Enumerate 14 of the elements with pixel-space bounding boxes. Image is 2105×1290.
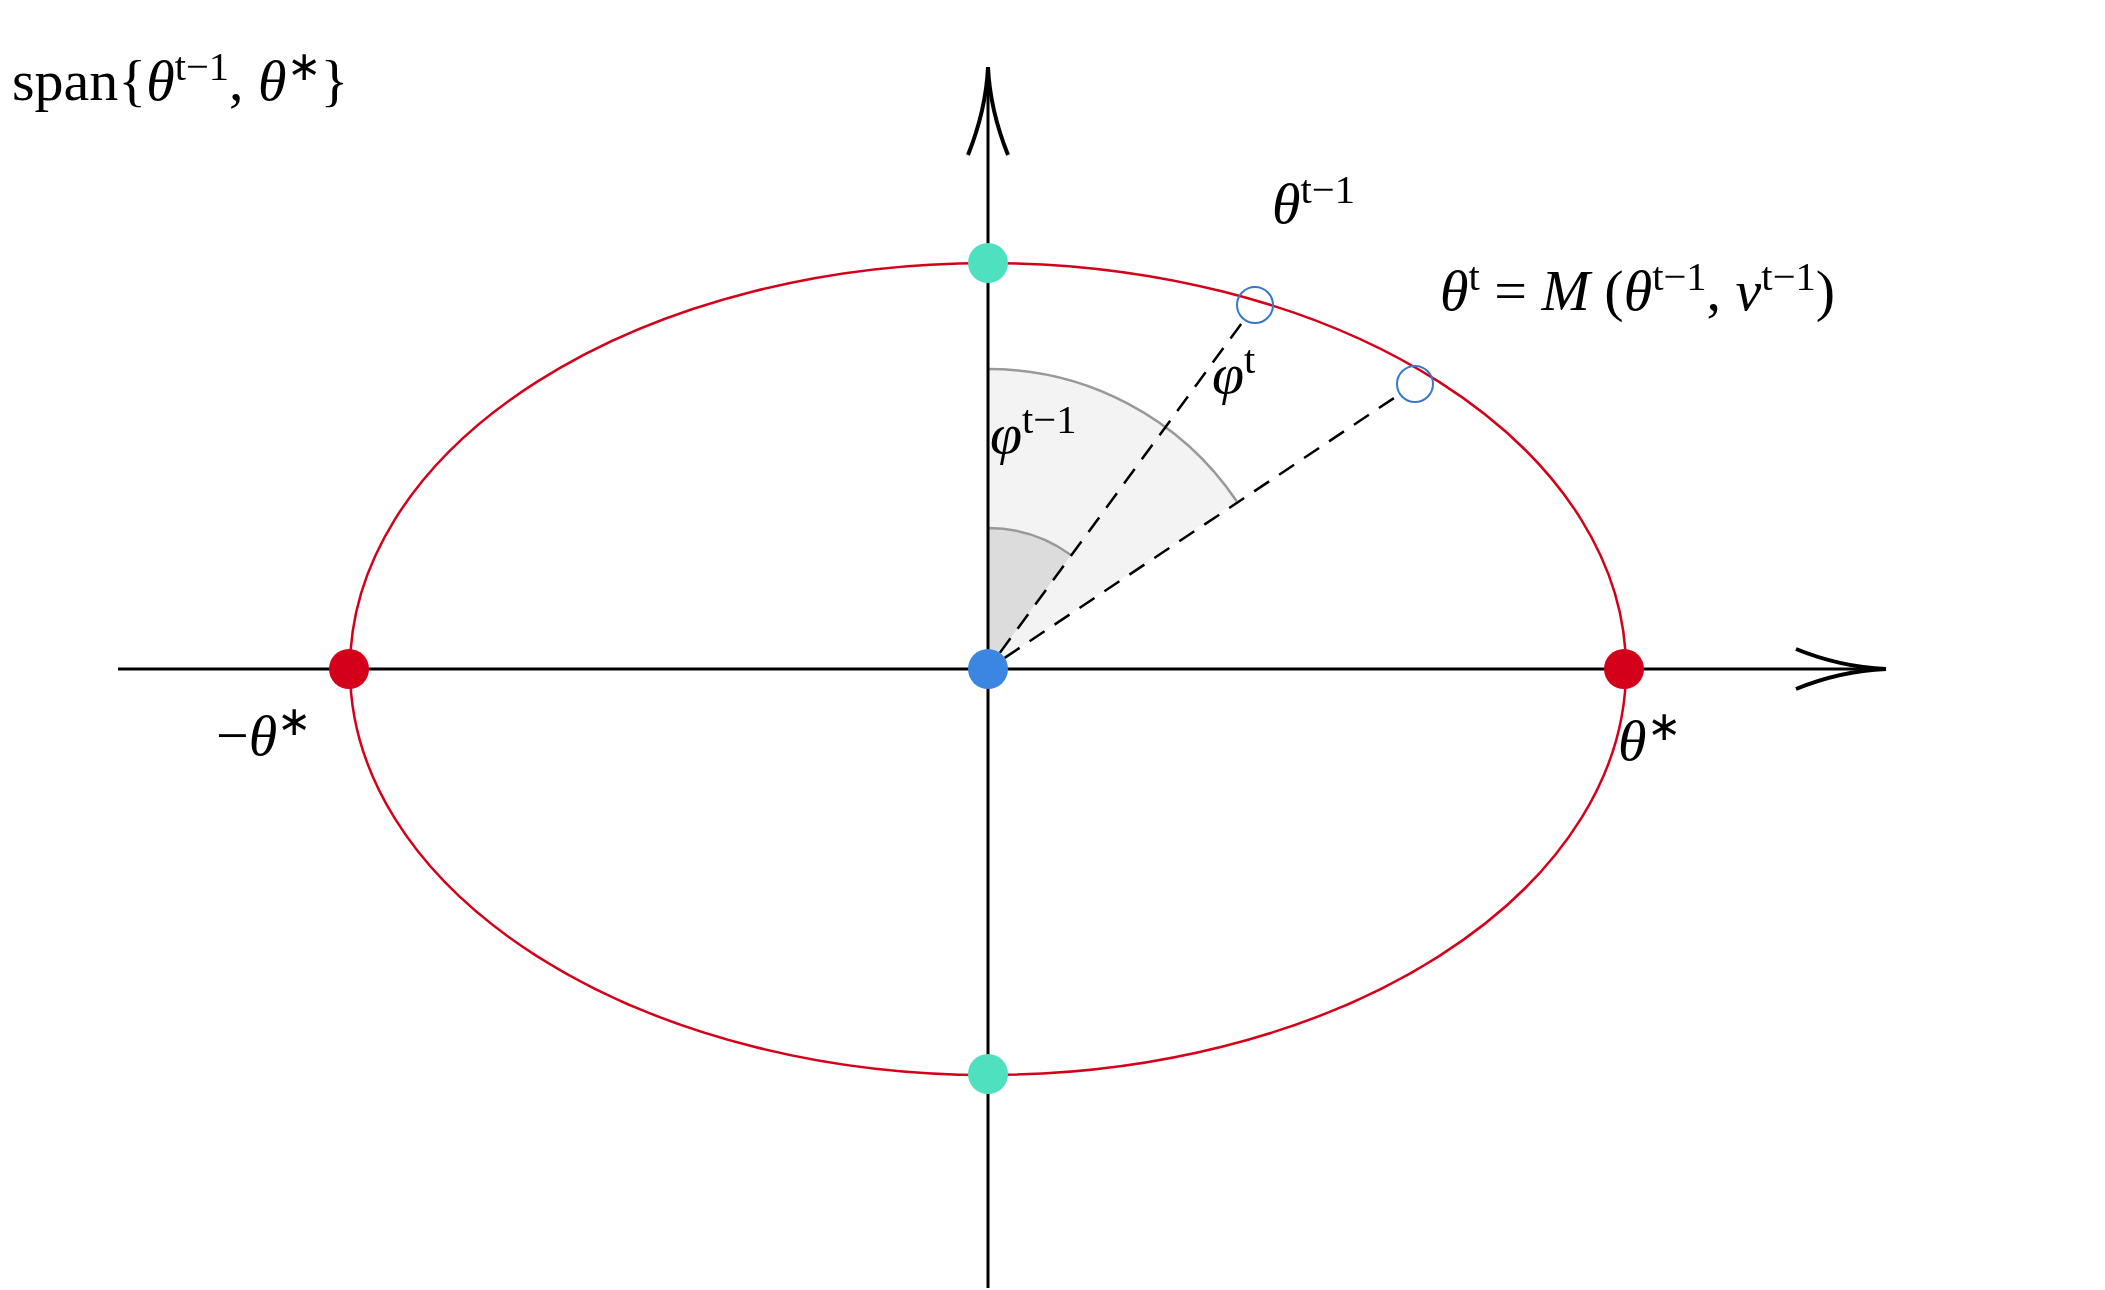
plane-label: span{θ$^{t−1}$, θ$^{∗}$} xyxy=(12,45,349,114)
origin-dot xyxy=(968,649,1008,689)
angle-label: φ$^{t−1}$ xyxy=(990,398,1077,467)
point-dot xyxy=(968,1054,1008,1094)
angle-label: φ$^{t}$ xyxy=(1212,338,1256,407)
point-label: θ$^{t}$ = M (θ$^{t−1}$, ν$^{t−1}$) xyxy=(1440,255,1836,324)
point-dot xyxy=(968,243,1008,283)
point-circle xyxy=(1396,365,1434,403)
point-circle xyxy=(1236,286,1274,324)
point-dot xyxy=(1604,649,1644,689)
point-label: −θ$^{∗}$ xyxy=(216,700,312,769)
point-label: θ$^{∗}$ xyxy=(1618,705,1681,774)
point-dot xyxy=(329,649,369,689)
point-label: θ$^{t−1}$ xyxy=(1272,168,1355,237)
